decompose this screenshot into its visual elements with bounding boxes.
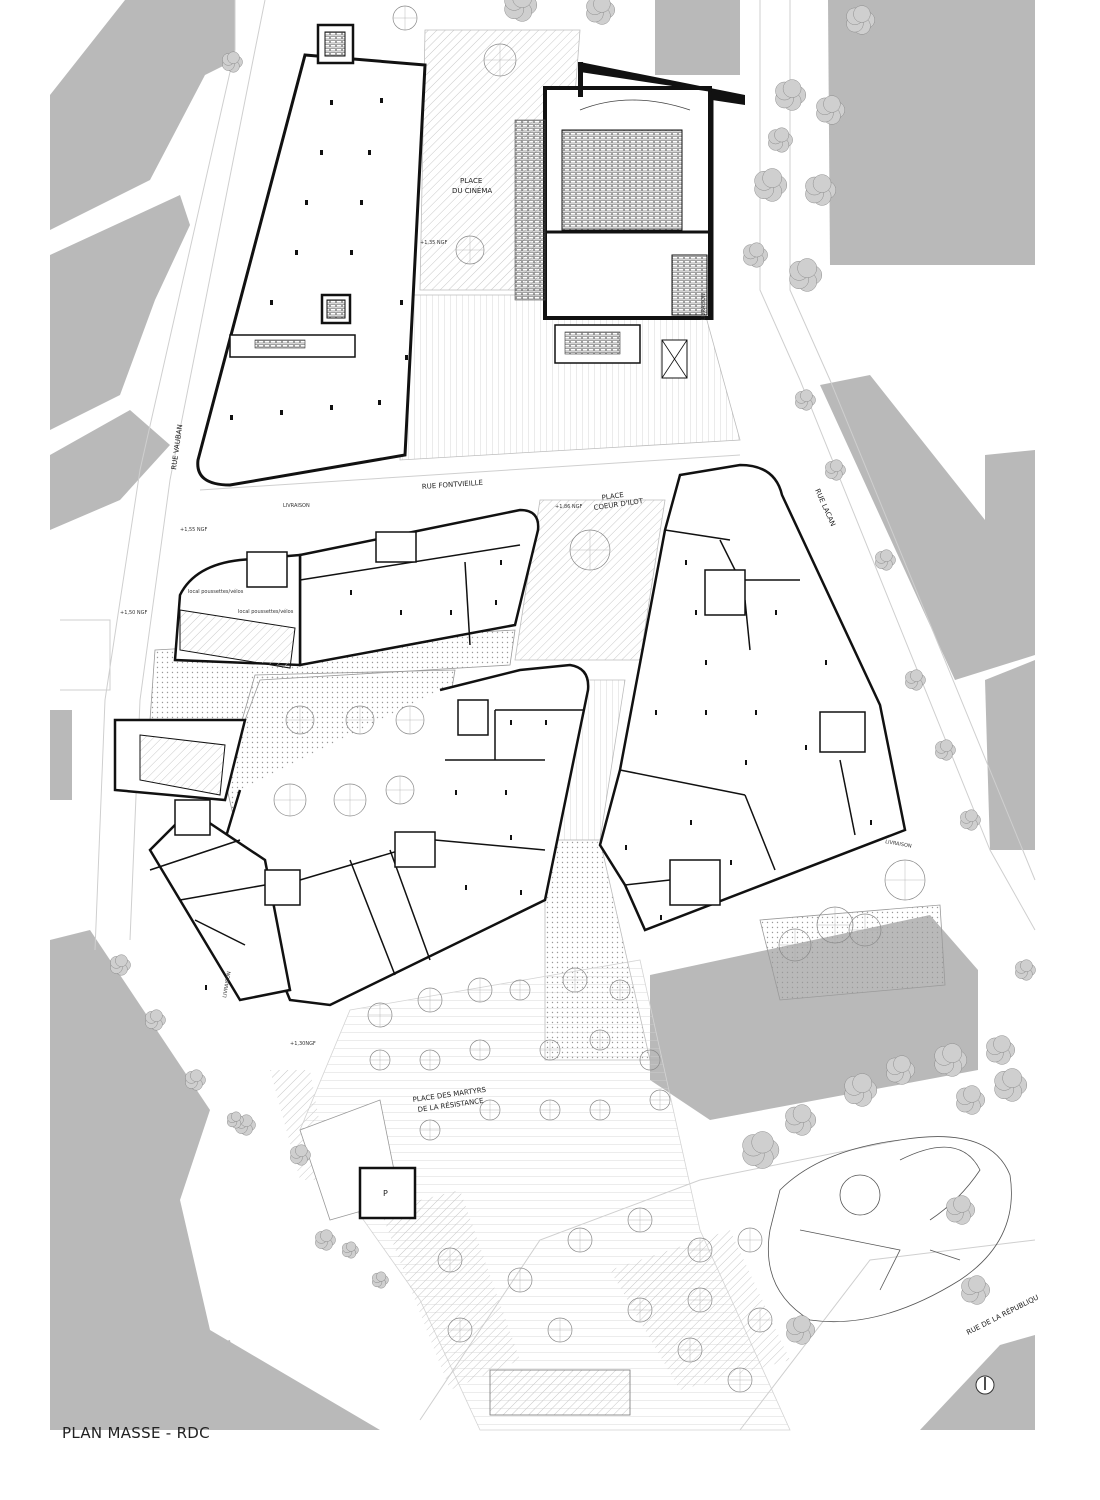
context-building-nw-2: [50, 195, 190, 430]
street-label-lacan: RUE LACAN: [813, 488, 837, 528]
context-building-e-2: [985, 660, 1035, 850]
context-building-n-1: [655, 0, 740, 75]
context-building-ne-1: [828, 0, 1035, 265]
cinema-building: [514, 62, 745, 379]
context-building-nw-1: [50, 0, 235, 230]
playground-se: [767, 1136, 1012, 1323]
sheet-title: PLAN MASSE - RDC: [62, 1424, 210, 1442]
playground-ground: [759, 904, 946, 1001]
context-building-w-1: [50, 410, 170, 530]
context-building-e-1: [820, 375, 1035, 680]
level-label-3: +1,86 NGF: [555, 504, 583, 510]
context-building-w-2: [50, 710, 72, 800]
parking-building-nw-columns: [230, 98, 408, 420]
parking-kiosk-label: P: [383, 1189, 388, 1198]
livraison-label-4: LIVRAISON: [222, 971, 233, 999]
livraison-label-3: LIVRAISON: [885, 839, 913, 850]
local-poussettes-label-1: local poussettes/vélos: [188, 588, 244, 595]
bench-strip: [489, 1369, 631, 1416]
place-label-cinema-line2: DU CINÉMA: [452, 186, 492, 195]
pavilion: [299, 1099, 417, 1221]
parking-building-nw: [196, 53, 427, 487]
local-poussettes-label-2: local poussettes/vélos: [238, 608, 294, 615]
place-label-coeur-line1: PLACE: [601, 491, 624, 502]
place-label-cinema-line1: PLACE: [460, 177, 482, 185]
livraison-label-1: LIVRAISON: [283, 503, 310, 509]
parking-kiosk: [358, 1166, 417, 1220]
street-label-vauban: RUE VAUBAN: [170, 424, 184, 470]
context-building-sw-1: [50, 930, 380, 1430]
block-south-west-details: [139, 699, 585, 976]
level-label-1: +1,35 NGF: [420, 240, 448, 246]
block-east: [598, 463, 907, 932]
block-east-details: [619, 529, 866, 906]
block-center-west-columns: [350, 560, 502, 615]
martyrs-hatch-2: [380, 1190, 520, 1390]
block-south-west-columns: [205, 720, 547, 990]
level-label-4: +1,50 NGF: [120, 610, 148, 616]
parking-nw-core: [229, 23, 356, 358]
level-label-2: +1,55 NGF: [180, 527, 208, 533]
context-building-sw-2: [190, 1340, 240, 1420]
trees: [110, 0, 1036, 1393]
street-label-fontvieille: RUE FONTVIEILLE: [422, 479, 484, 491]
livraison-label-2: LIVRAISON: [701, 293, 707, 320]
block-east-columns: [625, 560, 872, 920]
north-arrow: [975, 1375, 995, 1395]
block-center-west-details: [179, 531, 521, 669]
level-label-5: +1,30NGF: [290, 1041, 316, 1047]
